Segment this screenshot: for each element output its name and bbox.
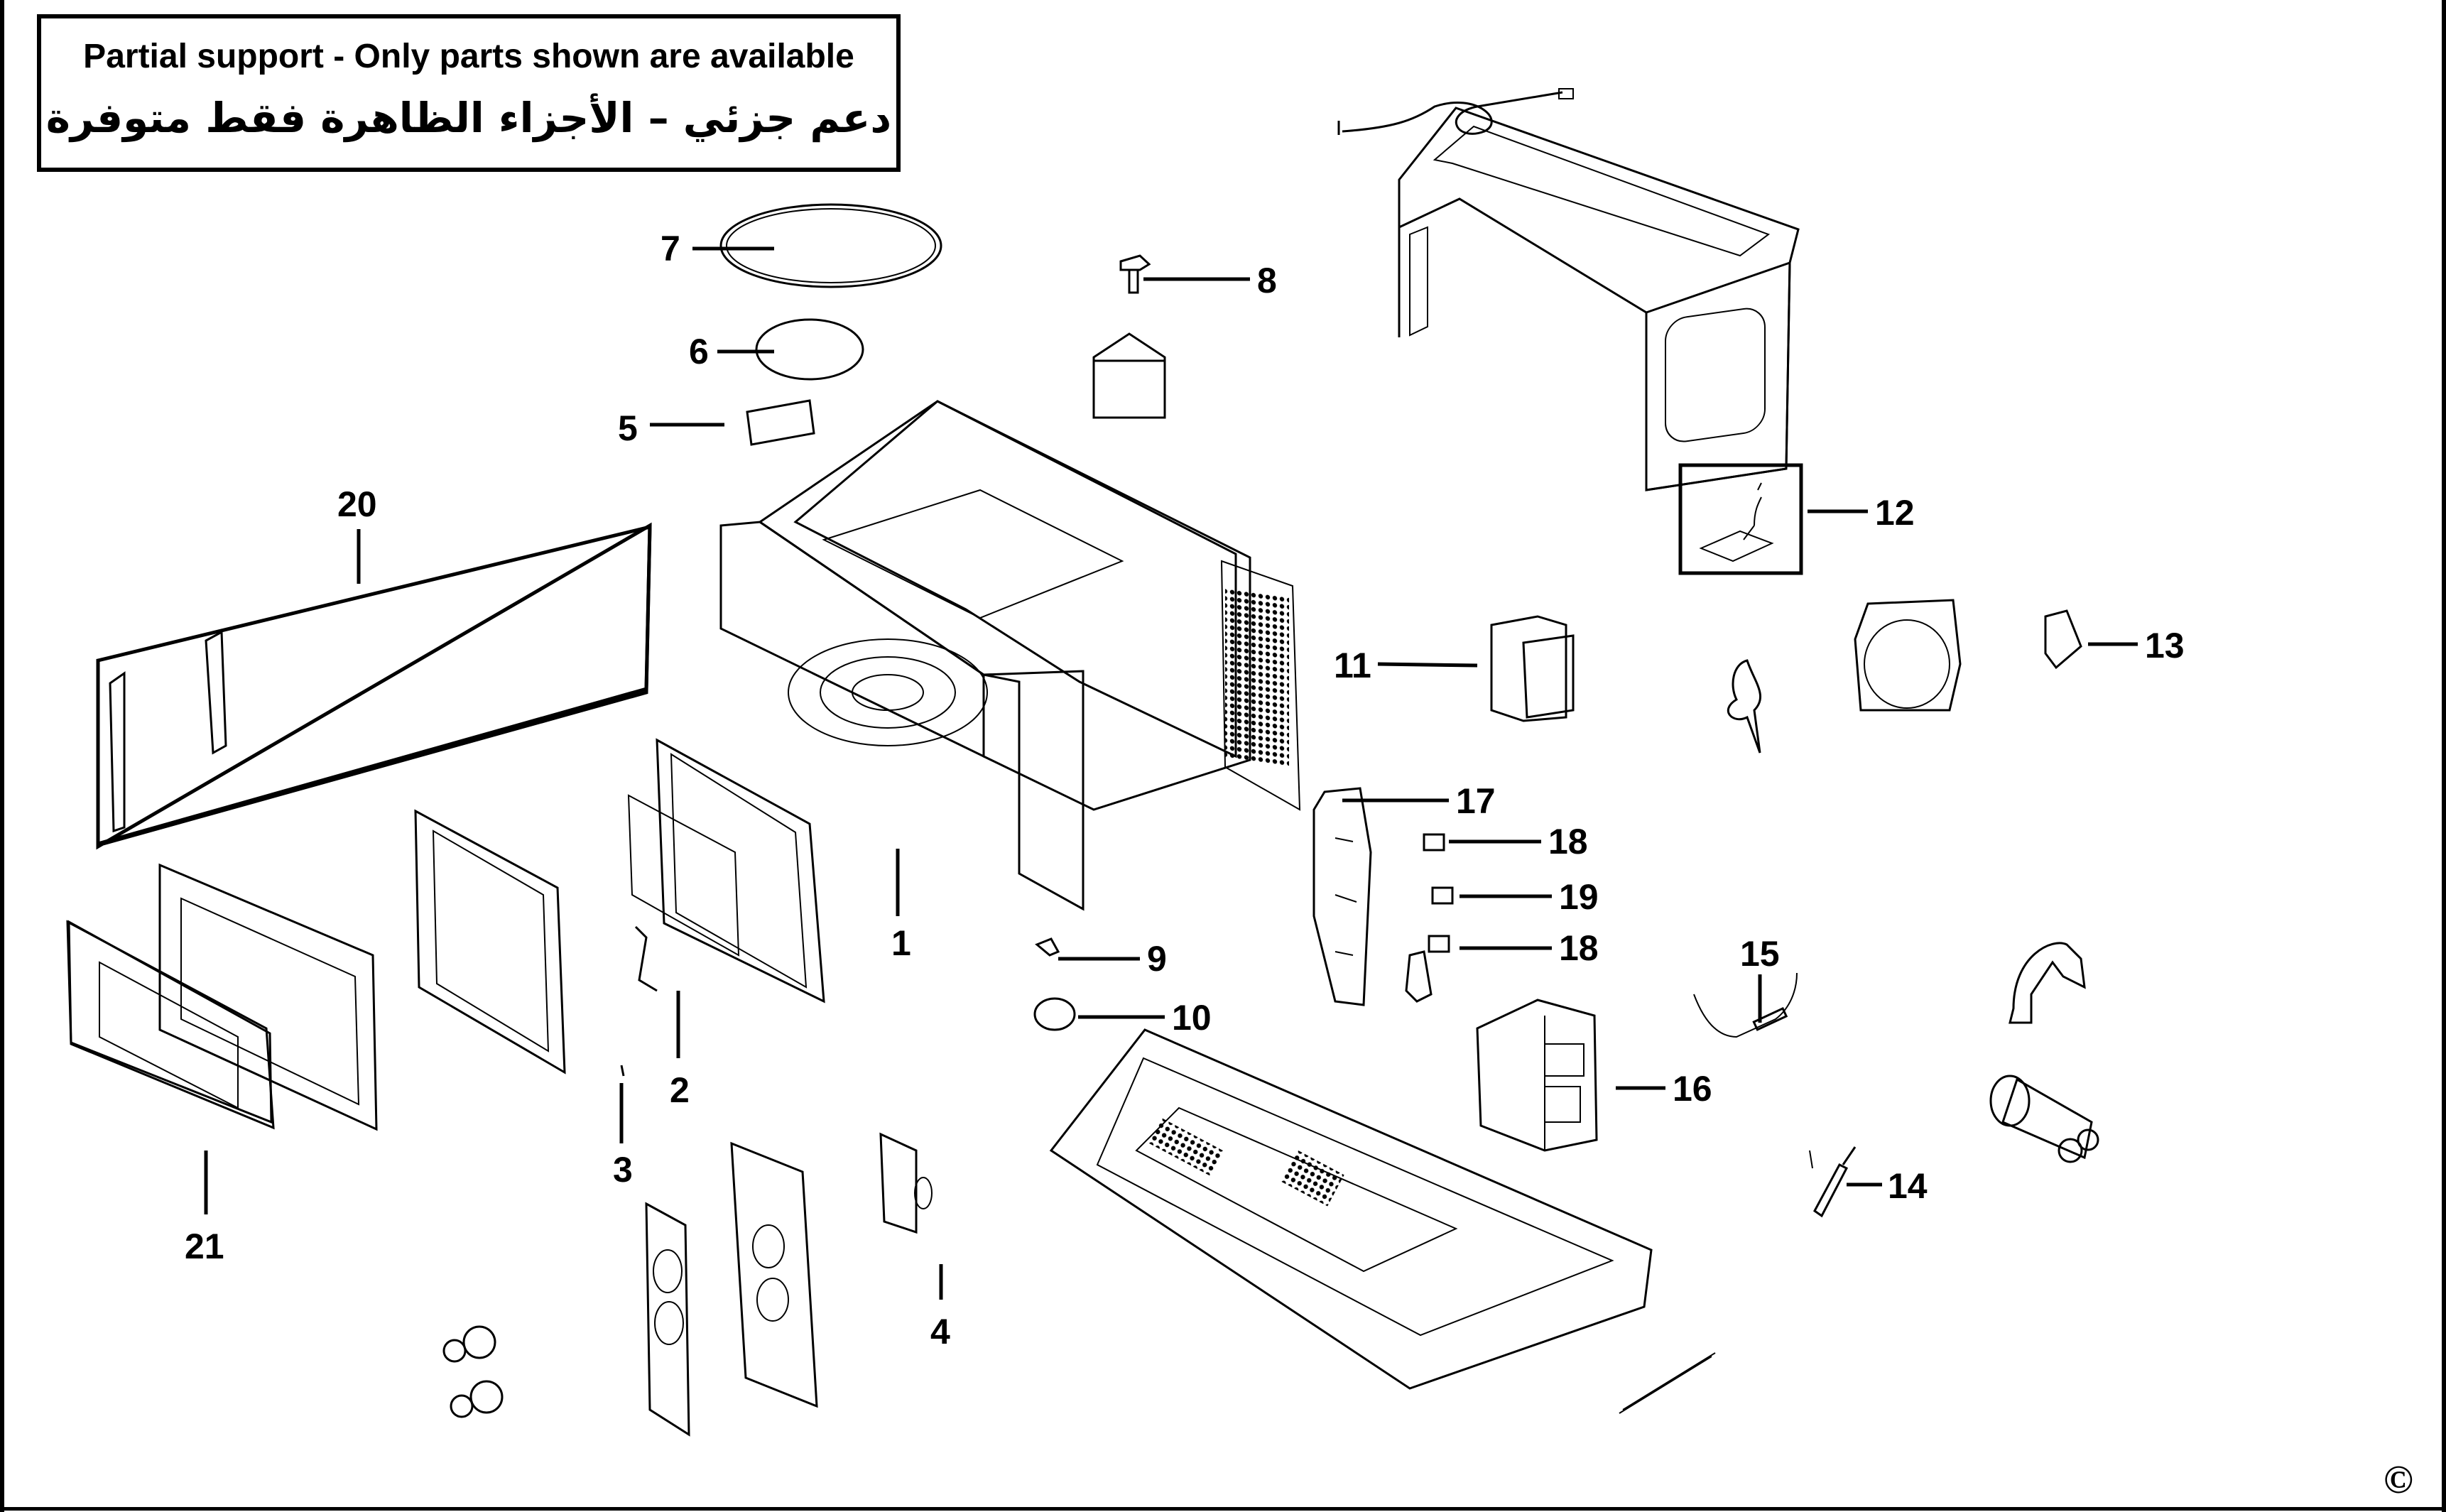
turntable-motor (1033, 997, 1076, 1031)
callout-18-primary: 18 (1548, 822, 1588, 861)
fan-blade (1727, 659, 1762, 754)
callout-16: 16 (1673, 1069, 1712, 1109)
capacitor-bracket (2009, 942, 2086, 1024)
fan-motor (2044, 609, 2082, 670)
frame-right-border (2442, 0, 2446, 1512)
latch-board (1312, 787, 1433, 1006)
base-plate (1049, 1028, 1653, 1390)
micro-switch-secondary (1428, 935, 1450, 953)
fan-duct (1854, 599, 1962, 712)
hv-transformer (1476, 999, 1598, 1152)
hv-diode (1813, 1146, 1857, 1218)
turntable-coupler (1035, 937, 1060, 957)
callout-5: 5 (618, 408, 638, 448)
frame-bottom-border (0, 1507, 2446, 1511)
callout-13: 13 (2145, 626, 2185, 665)
door-latch (634, 925, 658, 992)
door-spring (620, 1065, 625, 1077)
waveguide-cover (746, 399, 815, 446)
callout-1: 1 (891, 923, 911, 963)
callout-20: 20 (337, 484, 377, 524)
callout-18-secondary: 18 (1559, 928, 1599, 968)
hv-capacitor (1989, 1075, 2099, 1163)
availability-notice: Partial support - Only parts shown are a… (37, 14, 901, 172)
lamp-socket (1092, 254, 1166, 419)
micro-switch-monitor (1431, 886, 1454, 905)
base-strip (1619, 1356, 1712, 1414)
callout-21: 21 (185, 1227, 224, 1266)
power-cord (1337, 88, 1574, 135)
micro-switch-primary (1423, 833, 1445, 852)
door-screen (627, 794, 740, 957)
callout-15: 15 (1740, 934, 1780, 974)
door-inner-frame (158, 863, 378, 1131)
callout-19: 19 (1559, 877, 1599, 917)
thermostat-assembly-box (1678, 463, 1803, 575)
callout-10: 10 (1172, 998, 1212, 1038)
callout-17: 17 (1456, 781, 1496, 821)
callout-6: 6 (689, 332, 709, 371)
door-front-panel (66, 920, 275, 1130)
notice-english: Partial support - Only parts shown are a… (83, 38, 854, 75)
callout-11: 11 (1334, 646, 1371, 685)
roller-ring (755, 318, 864, 381)
thermostat-assembly-part (1699, 482, 1774, 562)
control-panel (442, 1141, 818, 1437)
leader-lines (204, 246, 2138, 1300)
door-handle-panel (96, 522, 652, 850)
magnetron (1490, 615, 1575, 722)
turntable-tray (719, 203, 942, 288)
oven-cavity (719, 400, 1301, 911)
callout-4: 4 (930, 1312, 950, 1351)
callout-7: 7 (661, 229, 680, 268)
door-choke (414, 809, 566, 1075)
frame-left-border (0, 0, 4, 1512)
callout-3: 3 (613, 1150, 633, 1190)
callout-8: 8 (1257, 261, 1277, 300)
door-glass (656, 738, 825, 1004)
copyright-symbol: © (2384, 1458, 2413, 1502)
timer-control-bracket (879, 1132, 933, 1234)
notice-arabic: دعم جزئي – الأجزاء الظاهرة فقط متوفرة (45, 93, 892, 142)
callout-12: 12 (1875, 493, 1915, 533)
fuse-assembly (1693, 972, 1798, 1038)
callout-9: 9 (1147, 939, 1167, 979)
callout-14: 14 (1888, 1166, 1928, 1206)
callout-2: 2 (670, 1070, 690, 1110)
outer-case (1398, 107, 1800, 491)
